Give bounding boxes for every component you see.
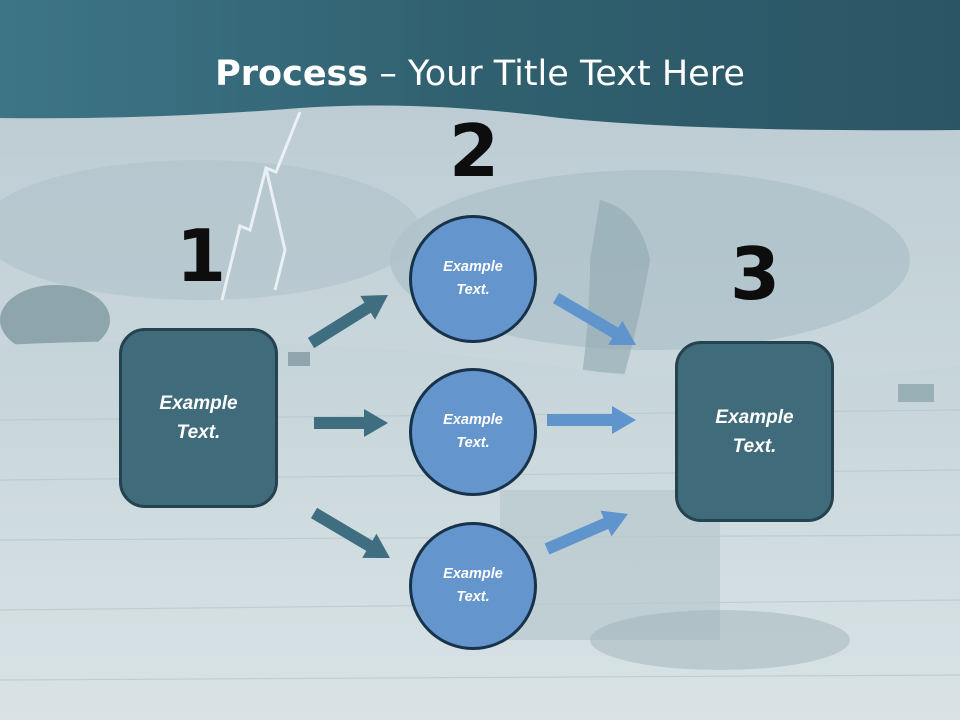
title-rest-text: – Your Title Text Here (368, 54, 745, 94)
step-number-3: 3 (730, 232, 781, 316)
circle-middle-label-line2: Text. (456, 435, 490, 451)
circle-middle-label: Example Text. (443, 409, 503, 455)
step-number-2: 2 (449, 109, 500, 193)
slide-title: Process – Your Title Text Here (0, 52, 960, 96)
arrow-circle-bottom-to-box3 (544, 510, 628, 555)
arrow-circle-top-to-box3 (552, 292, 637, 346)
title-bold-word: Process (215, 54, 369, 94)
step-3-label-line1: Example (715, 406, 794, 428)
step-2-circle-middle[interactable]: Example Text. (409, 368, 537, 496)
step-1-label: Example Text. (159, 389, 237, 447)
step-2-circle-bottom[interactable]: Example Text. (409, 522, 537, 650)
circle-top-label-line2: Text. (456, 282, 490, 298)
step-2-circle-top[interactable]: Example Text. (409, 215, 537, 343)
step-3-box[interactable]: Example Text. (675, 341, 834, 522)
arrow-circle-middle-to-box3 (547, 406, 636, 434)
circle-bottom-label-line2: Text. (456, 589, 490, 605)
step-3-label: Example Text. (715, 403, 793, 461)
circle-top-label-line1: Example (443, 259, 503, 275)
circle-middle-label-line1: Example (443, 412, 503, 428)
circle-bottom-label: Example Text. (443, 563, 503, 609)
step-number-1: 1 (176, 214, 227, 298)
arrow-box1-to-circle-top (307, 295, 388, 349)
arrow-box1-to-circle-bottom (310, 507, 391, 559)
step-1-label-line1: Example (159, 393, 238, 414)
circle-bottom-label-line1: Example (443, 566, 503, 582)
circle-top-label: Example Text. (443, 256, 503, 302)
step-1-box[interactable]: Example Text. (119, 328, 278, 508)
step-1-label-line2: Text. (176, 422, 221, 443)
step-3-label-line2: Text. (732, 435, 777, 457)
arrow-box1-to-circle-middle (314, 409, 388, 437)
